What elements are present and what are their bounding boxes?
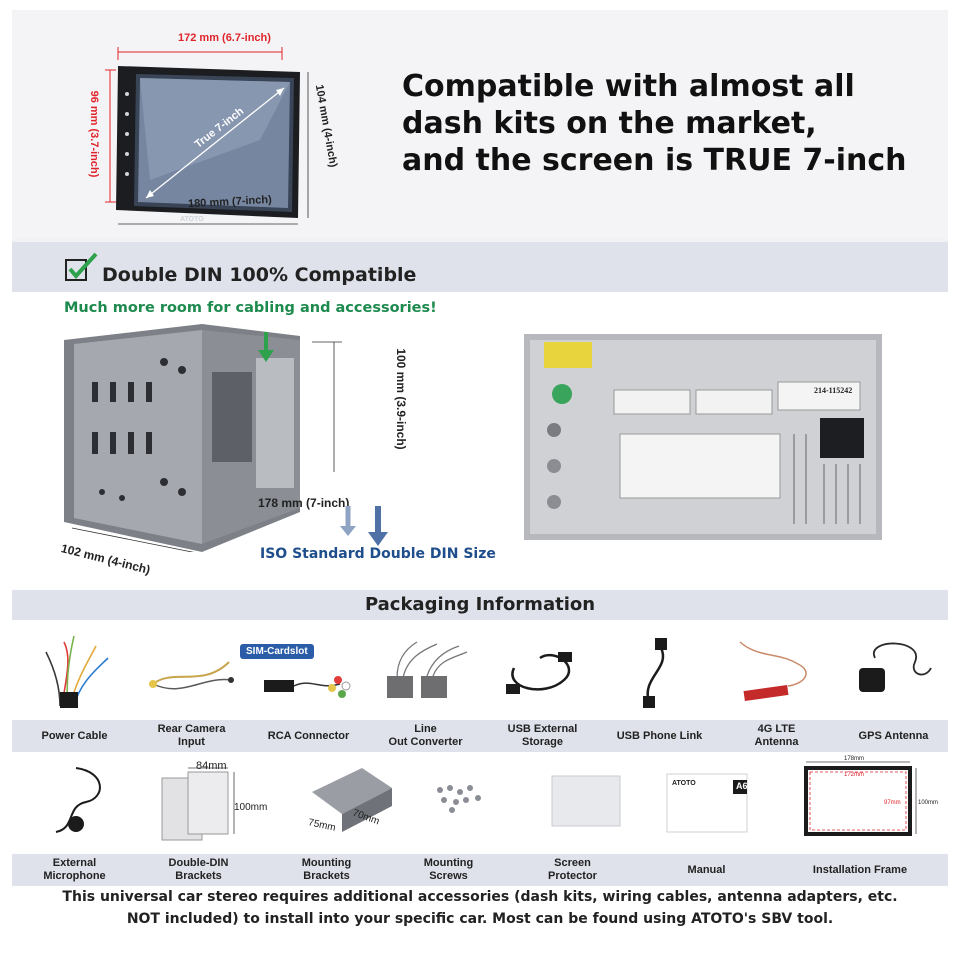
checkbox-check-icon	[65, 252, 98, 281]
label-power-cable: Power Cable	[41, 729, 108, 742]
label-mounting-screws: Mounting Screws	[423, 857, 474, 882]
label-double-din-brackets: Double-DIN Brackets	[168, 857, 229, 882]
packaging-section: Packaging Information SIM-Car	[12, 590, 948, 950]
label-usb-phone-link: USB Phone Link	[616, 729, 703, 742]
back-label-code: 214-115242	[814, 386, 853, 395]
double-din-band	[12, 242, 948, 292]
bracket-width-dim: 84mm	[196, 760, 227, 772]
lte-antenna-picture	[739, 641, 807, 702]
dim-width-178: 178 mm (7-inch)	[258, 496, 350, 510]
footer-line-2: NOT included) to install into your speci…	[126, 911, 834, 927]
headline-line-2: dash kits on the market,	[402, 106, 817, 141]
row1-label-band	[12, 720, 948, 752]
screen-size-section: 172 mm (6.7-inch) 96 mm (3.7-inch) 104 m…	[12, 10, 948, 238]
sim-cardslot-tag: SIM-Cardslot	[240, 644, 314, 659]
usb-external-storage-picture	[506, 652, 572, 694]
label-rear-camera-input: Rear Camera Input	[157, 723, 226, 748]
power-cable-picture	[45, 635, 109, 708]
stereo-back-illustration	[524, 334, 882, 540]
dim-height-96: 96 mm (3.7-inch)	[88, 90, 100, 178]
frame-outer-w: 178mm	[844, 756, 865, 762]
double-din-section: Double DIN 100% Compatible Much more roo…	[12, 242, 948, 590]
double-din-title: Double DIN 100% Compatible	[102, 264, 417, 286]
row2-label-band	[12, 854, 948, 886]
gps-antenna-picture	[859, 642, 932, 692]
label-lte-antenna: 4G LTE Antenna	[754, 723, 799, 748]
frame-inner-h: 97mm	[884, 800, 901, 806]
label-gps-antenna: GPS Antenna	[858, 729, 929, 742]
footer-line-1: This universal car stereo requires addit…	[62, 889, 898, 905]
manual-brand: ATOTO	[672, 780, 696, 787]
label-line-out-converter: Line Out Converter	[388, 723, 463, 748]
stereo-front-illustration	[105, 47, 309, 225]
label-installation-frame: Installation Frame	[812, 863, 908, 876]
frame-inner-w: 172mm	[844, 772, 865, 778]
external-microphone-picture	[55, 767, 101, 833]
dim-width-172: 172 mm (6.7-inch)	[178, 32, 271, 44]
din-chassis-illustration	[64, 324, 342, 552]
double-din-brackets-picture	[161, 767, 235, 841]
mounting-screws-picture	[437, 785, 481, 813]
bracket-height-dim: 100mm	[234, 802, 268, 813]
line-out-converter-picture	[387, 641, 468, 698]
rear-camera-input-picture	[149, 661, 234, 690]
label-manual: Manual	[687, 863, 726, 876]
packaging-band	[12, 590, 948, 620]
headline: Compatible with almost all dash kits on …	[402, 68, 942, 179]
usb-phone-link-picture	[643, 638, 667, 708]
manual-picture	[666, 773, 748, 833]
rca-connector-picture	[264, 676, 351, 698]
product-page: 172 mm (6.7-inch) 96 mm (3.7-inch) 104 m…	[12, 10, 948, 950]
brand-label: ATOTO	[180, 216, 204, 223]
label-external-microphone: External Microphone	[43, 857, 106, 882]
down-arrows-icon	[340, 506, 388, 546]
label-mounting-brackets: Mounting Brackets	[301, 857, 352, 882]
headline-line-1: Compatible with almost all	[402, 69, 855, 104]
packaging-title: Packaging Information	[364, 594, 596, 615]
mounting-brackets-picture	[312, 768, 392, 832]
label-rca-connector: RCA Connector	[267, 729, 350, 742]
iso-standard-label: ISO Standard Double DIN Size	[260, 546, 496, 562]
double-din-subtitle: Much more room for cabling and accessori…	[64, 300, 437, 316]
label-screen-protector: Screen Protector	[548, 857, 597, 882]
headline-line-3: and the screen is TRUE 7-inch	[402, 143, 907, 178]
label-usb-external-storage: USB External Storage	[507, 723, 578, 748]
footer-notice: This universal car stereo requires addit…	[12, 886, 948, 930]
dim-height-100: 100 mm (3.9-inch)	[394, 348, 408, 450]
installation-frame-picture	[804, 761, 917, 836]
screen-protector-picture	[551, 775, 621, 827]
manual-model: A6	[736, 781, 748, 791]
frame-outer-h: 100mm	[918, 800, 939, 806]
